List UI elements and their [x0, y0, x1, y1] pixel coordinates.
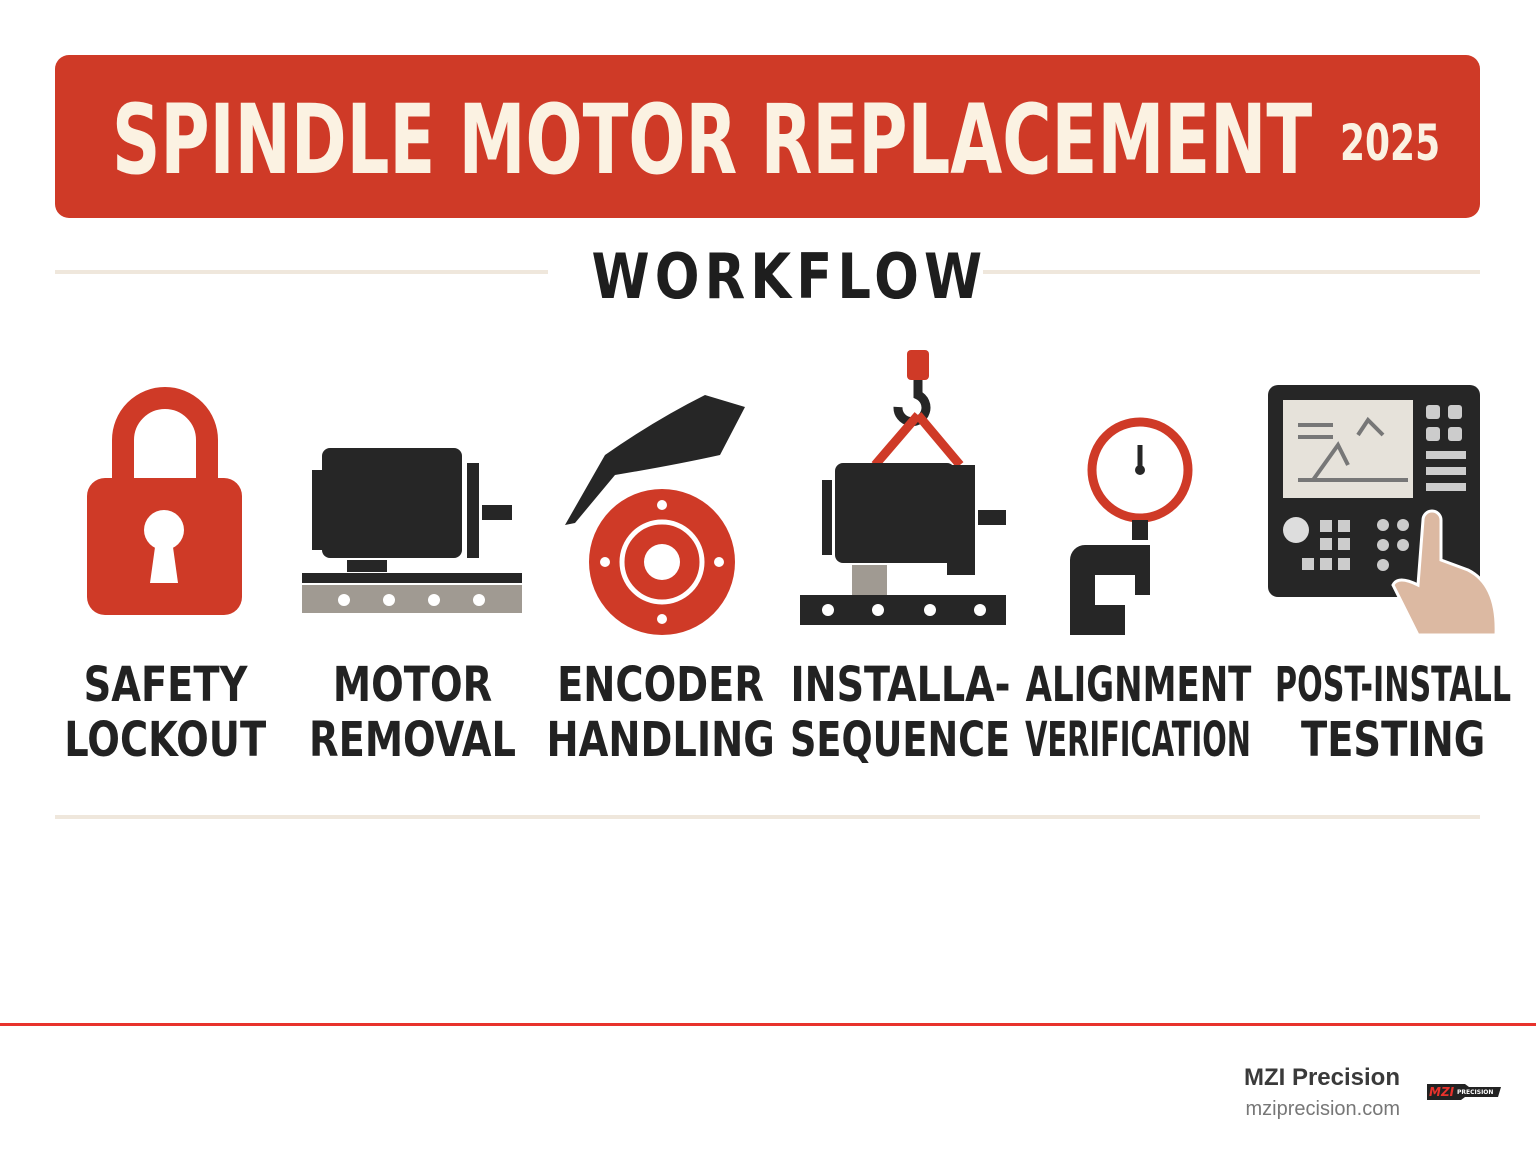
step-post-install-testing	[1258, 345, 1508, 645]
step-label-line: LOCKOUT	[64, 712, 267, 768]
subtitle: WORKFLOW	[591, 240, 988, 313]
divider	[55, 270, 548, 274]
step-installation-sequence	[780, 345, 1030, 645]
company-name: MZI Precision	[1243, 1064, 1400, 1091]
svg-text:PRECISION: PRECISION	[1457, 1089, 1493, 1096]
step-label-line: INSTALLA-	[790, 657, 1011, 713]
step-label-line: SAFETY	[83, 657, 247, 713]
step-label: INSTALLA-SEQUENCE	[782, 658, 1018, 768]
step-label-line: ALIGNMENT	[1025, 657, 1251, 713]
step-label-line: SEQUENCE	[790, 712, 1011, 768]
hand-encoder-icon	[565, 395, 745, 635]
step-label-line: REMOVAL	[308, 712, 516, 768]
svg-text:MZI: MZI	[1429, 1085, 1455, 1099]
dial-gauge-icon	[1070, 417, 1193, 635]
footer-divider	[0, 1023, 1536, 1026]
page-title: SPINDLE MOTOR REPLACEMENT	[112, 84, 1313, 196]
company-url[interactable]: mziprecision.com	[1245, 1098, 1400, 1120]
crane-hook-motor-icon	[800, 350, 1006, 625]
step-label-line: ENCODER	[556, 657, 764, 713]
step-label-line: HANDLING	[546, 712, 775, 768]
step-alignment-verification	[1015, 345, 1265, 645]
divider	[55, 815, 1480, 819]
step-label-line: VERIFICATION	[1025, 712, 1251, 768]
step-encoder-handling	[535, 345, 785, 645]
divider	[983, 270, 1480, 274]
step-label-line: TESTING	[1301, 712, 1486, 768]
cnc-control-panel-icon	[1268, 385, 1498, 637]
step-label-line: POST-INSTALL	[1275, 657, 1512, 713]
step-label-line: MOTOR	[332, 657, 492, 713]
title-banner	[55, 55, 1480, 218]
motor-icon	[302, 448, 522, 613]
padlock-icon	[87, 387, 242, 615]
title-year: 2025	[1340, 114, 1441, 172]
step-motor-removal	[287, 345, 537, 645]
step-safety-lockout	[40, 345, 290, 645]
